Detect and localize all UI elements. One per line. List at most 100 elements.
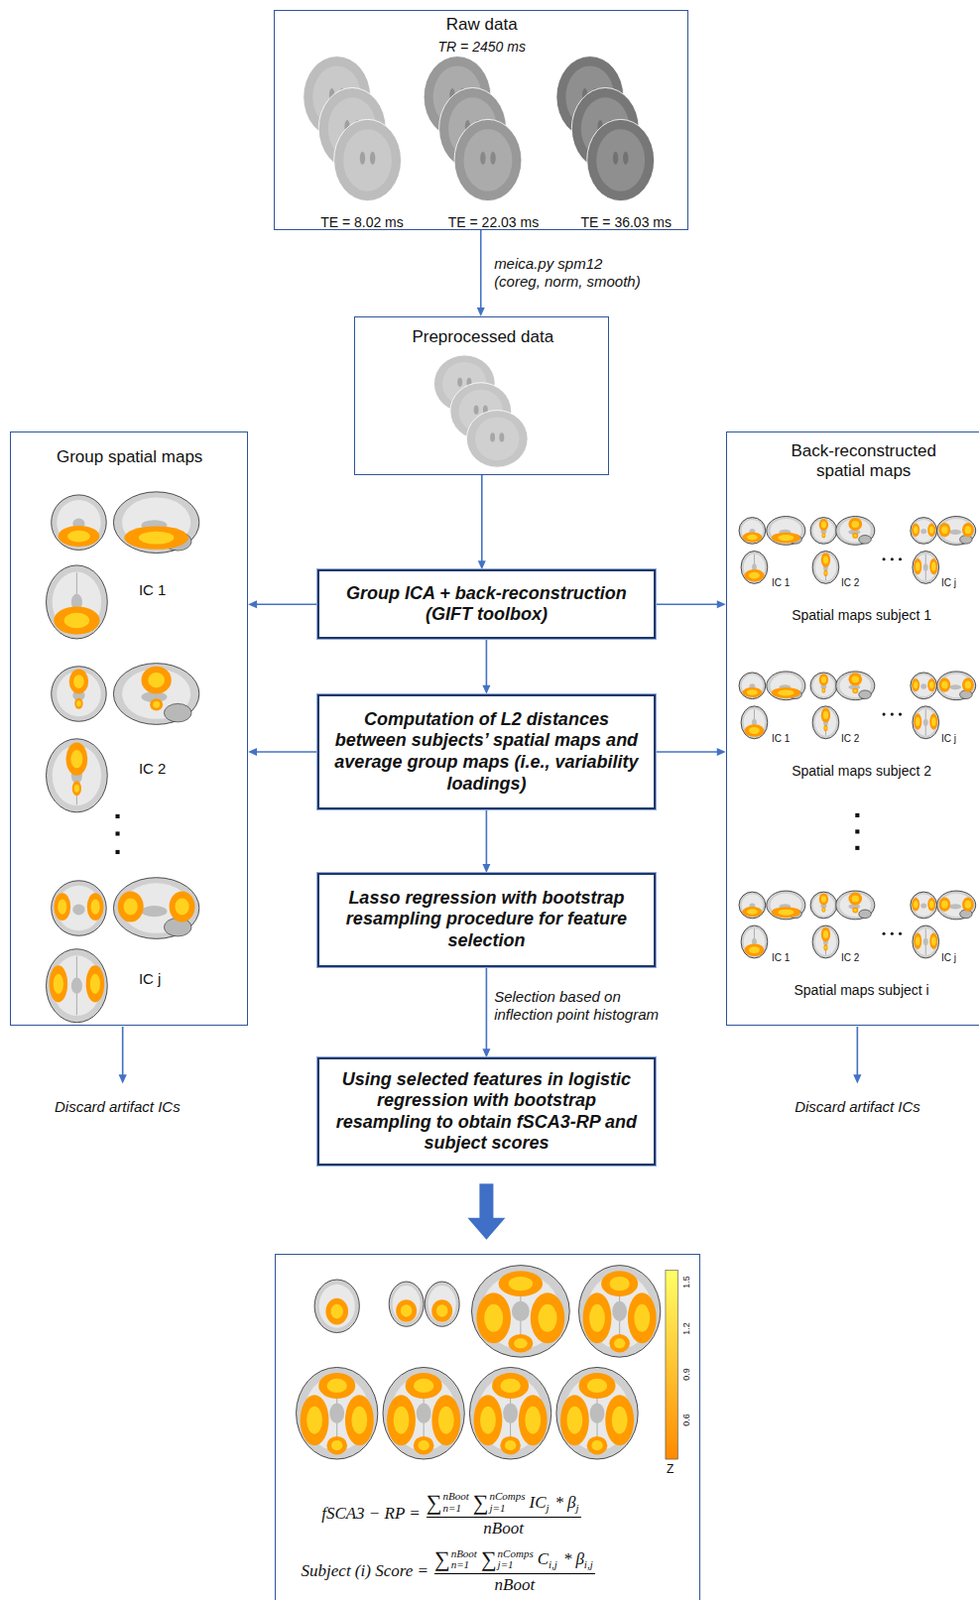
ellipsis-dot [890,713,894,717]
brain-slice [937,516,977,546]
mri-volume [454,119,522,201]
panel-box: 1.51.20.90.6ZfSCA3 − RP =∑nBootn=1∑nComp… [274,1253,701,1600]
panel-box: Preprocessed data [354,316,610,476]
box-label: Group ICA + back-reconstruction (GIFT to… [329,583,644,626]
brain-slice [740,925,768,959]
box-label: Computation of L2 distances between subj… [329,709,644,795]
brain-slice [810,672,838,700]
brain-slice [836,890,875,920]
denominator: nBoot [483,1518,524,1539]
leader-arrow [119,1026,127,1085]
brain-slice [296,1366,378,1460]
lower-limit: n=1 [451,1559,478,1572]
brain-slice [113,877,199,940]
sum-sign: ∑ [481,1546,497,1573]
brain-slice [469,1366,551,1460]
fraction-bar [426,1516,582,1518]
panel-label: 0.6 [681,1410,693,1432]
flow-arrow [477,230,486,318]
flow-arrow [482,638,490,695]
numerator: ∑nBootn=1∑nCompsj=1Ci,j*βi,j [434,1546,596,1573]
panel-label: IC 1 [771,733,813,745]
colorbar [665,1270,678,1460]
panel-title: Preprocessed data [365,327,601,348]
formula: Subject (i) Score =∑nBootn=1∑nCompsj=1Ci… [301,1546,596,1595]
panel-label: IC j [941,952,979,965]
symbol: C [537,1549,549,1570]
panel-box: Back-reconstructed spatial mapsIC 1IC 2I… [726,431,979,1026]
process-box: Group ICA + back-reconstruction (GIFT to… [317,569,656,639]
panel-label: IC 1 [138,581,221,600]
brain-slice [740,550,768,584]
brain-slice [812,706,840,739]
brain-slice [766,890,806,920]
sum-sign: ∑ [426,1489,443,1516]
brain-slice [766,671,806,701]
sum-sign: ∑ [473,1489,490,1516]
panel-label: IC j [941,733,979,745]
ellipsis-dot [882,713,886,717]
limits: nCompsj=1 [497,1548,534,1572]
brain-slice [812,550,840,584]
panel-label: Spatial maps subject 1 [746,607,978,624]
brain-slice [113,663,199,726]
subscript: i,j [548,1558,558,1571]
panel-label: IC j [138,970,221,988]
lower-limit: j=1 [489,1502,525,1515]
fraction: ∑nBootn=1∑nCompsj=1Ci,j*βi,jnBoot [434,1546,596,1595]
panel-label: Z [666,1462,682,1476]
limits: nBootn=1 [442,1490,469,1514]
panel-label: IC 1 [771,577,813,590]
formula: fSCA3 − RP =∑nBootn=1∑nCompsj=1ICj*βjnBo… [321,1489,581,1539]
flow-arrow [247,600,318,609]
panel-box: Group spatial mapsIC 1IC 2IC j [9,431,248,1026]
brain-slice [810,891,838,919]
ellipsis-dot [115,814,120,819]
formula-lhs: fSCA3 − RP = [321,1503,421,1524]
panel-label: IC 2 [841,577,882,590]
ellipsis-dot [890,932,894,936]
mri-volume [587,119,655,201]
brain-slice [51,494,108,551]
brain-slice [912,550,940,584]
brain-slice [910,672,938,700]
panel-label: TR = 2450 ms [328,38,635,56]
subscript: j [545,1501,549,1514]
flow-arrow [478,475,487,571]
brain-slice [810,517,838,545]
ellipsis-dot [898,557,902,561]
brain-slice [912,925,940,959]
brain-slice [424,1281,460,1327]
panel-title: 1.5 [681,1272,693,1294]
brain-slice [912,706,940,739]
flow-arrow [482,809,490,873]
limits: nBootn=1 [451,1548,478,1572]
panel-label: IC 2 [841,733,882,745]
panel-label: TE = 22.03 ms [448,214,551,232]
fraction: ∑nBootn=1∑nCompsj=1ICj*βjnBoot [426,1489,582,1539]
flow-arrow [655,747,727,756]
process-box: Lasso regression with bootstrap resampli… [317,872,656,968]
brain-slice [46,565,109,639]
brain-slice [836,516,875,546]
flow-arrow [247,747,318,756]
ellipsis-dot [890,557,894,561]
ellipsis-dot [115,850,120,855]
brain-slice [738,672,766,700]
brain-slice [910,891,938,919]
panel-label: 0.9 [681,1363,693,1385]
brain-slice [51,666,108,723]
brain-slice [937,671,977,701]
subscript: j [576,1501,580,1514]
ellipsis-dot [855,846,859,851]
brain-slice [556,1366,638,1460]
note-label: Discard artifact ICs [765,1098,950,1116]
brain-slice [113,491,199,554]
brain-slice [910,517,938,545]
sum-sign: ∑ [434,1546,451,1573]
panel-label: IC j [941,577,979,590]
flow-arrow [482,967,490,1059]
formula-lhs: Subject (i) Score = [301,1561,429,1582]
brain-slice [738,517,766,545]
lower-limit: n=1 [442,1502,469,1515]
